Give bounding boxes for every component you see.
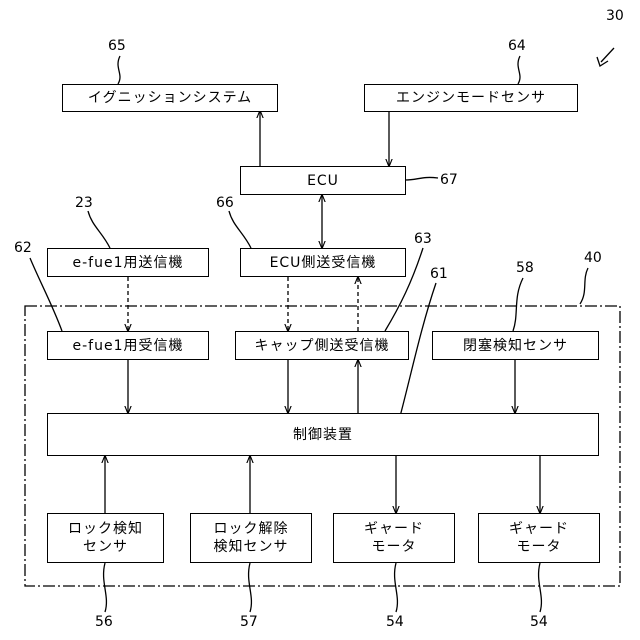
- leader-65: [118, 56, 120, 84]
- guard-motor-1-label-line2: モータ: [364, 538, 424, 556]
- leader-67: [405, 177, 438, 180]
- leader-54a: [395, 563, 398, 612]
- ref-61: 61: [430, 266, 448, 282]
- control-unit-label: 制御装置: [293, 426, 353, 444]
- ref-54-right: 54: [530, 614, 548, 630]
- ref-65: 65: [108, 38, 126, 54]
- guard-motor-1-label-line1: ギャード: [364, 520, 424, 538]
- ref-23: 23: [75, 195, 93, 211]
- ignition-system-box: イグニッションシステム: [62, 84, 278, 112]
- ref-figure-number: 30: [606, 8, 624, 24]
- leader-56: [104, 563, 107, 612]
- leader-58: [513, 278, 523, 331]
- lock-sensor-label-line1: ロック検知: [68, 520, 143, 538]
- lock-sensor-box: ロック検知 センサ: [47, 513, 164, 563]
- figure-pointer-arrowhead: [597, 57, 608, 66]
- ignition-system-label: イグニッションシステム: [88, 89, 252, 107]
- cap-transceiver-box: キャップ側送受信機: [235, 331, 409, 360]
- closure-sensor-box: 閉塞検知センサ: [432, 331, 599, 360]
- guard-motor-2-label-line1: ギャード: [509, 520, 569, 538]
- leader-64: [518, 56, 520, 84]
- ref-57: 57: [240, 614, 258, 630]
- ref-66: 66: [216, 195, 234, 211]
- ecu-transceiver-box: ECU側送受信機: [240, 248, 406, 277]
- lock-sensor-label-line2: センサ: [68, 538, 143, 556]
- control-unit-box: 制御装置: [47, 413, 599, 456]
- unlock-sensor-box: ロック解除 検知センサ: [190, 513, 312, 563]
- guard-motor-2-box: ギャード モータ: [478, 513, 600, 563]
- leader-57: [249, 563, 252, 612]
- leader-30: [601, 48, 614, 62]
- efuel-receiver-box: e-fue1用受信機: [47, 331, 209, 360]
- ecu-transceiver-label: ECU側送受信機: [270, 254, 377, 272]
- leader-40: [580, 268, 588, 304]
- ref-56: 56: [95, 614, 113, 630]
- leader-54b: [539, 563, 542, 612]
- ref-63: 63: [414, 231, 432, 247]
- ecu-label: ECU: [307, 172, 339, 190]
- ref-62: 62: [14, 240, 32, 256]
- efuel-transmitter-label: e-fue1用送信機: [73, 254, 184, 272]
- ecu-box: ECU: [240, 166, 406, 195]
- ref-54-left: 54: [386, 614, 404, 630]
- engine-mode-sensor-box: エンジンモードセンサ: [364, 84, 578, 112]
- guard-motor-2-label-line2: モータ: [509, 538, 569, 556]
- leader-23: [88, 211, 110, 248]
- ref-67: 67: [440, 172, 458, 188]
- ref-40: 40: [584, 250, 602, 266]
- engine-mode-sensor-label: エンジンモードセンサ: [396, 89, 546, 107]
- closure-sensor-label: 閉塞検知センサ: [463, 337, 568, 355]
- cap-transceiver-label: キャップ側送受信機: [255, 337, 390, 355]
- ref-58: 58: [516, 260, 534, 276]
- leader-66: [229, 211, 251, 248]
- efuel-receiver-label: e-fue1用受信機: [73, 337, 184, 355]
- ref-64: 64: [508, 38, 526, 54]
- guard-motor-1-box: ギャード モータ: [333, 513, 455, 563]
- efuel-transmitter-box: e-fue1用送信機: [47, 248, 209, 277]
- unlock-sensor-label-line2: 検知センサ: [214, 538, 289, 556]
- unlock-sensor-label-line1: ロック解除: [214, 520, 289, 538]
